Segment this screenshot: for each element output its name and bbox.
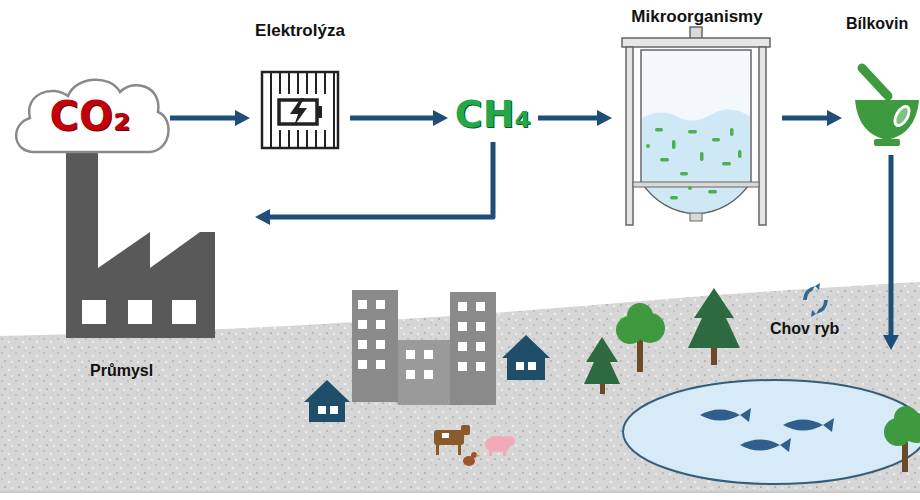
flow-arrow bbox=[538, 110, 612, 126]
node-label: CO₂ bbox=[10, 94, 170, 138]
arrow-head bbox=[827, 110, 842, 126]
bioreactor-box: Mikroorganismy bbox=[612, 8, 782, 230]
connector-line bbox=[170, 116, 237, 121]
arrow-head bbox=[255, 209, 270, 225]
arrow-head bbox=[235, 110, 250, 126]
pond-shape bbox=[625, 350, 920, 490]
bioreactor-symbol bbox=[622, 27, 770, 225]
mortar-symbol bbox=[855, 68, 919, 146]
node-label: Chov ryb bbox=[770, 320, 839, 338]
flow-arrow bbox=[782, 110, 842, 126]
city-buildings bbox=[352, 290, 496, 405]
flow-arrow bbox=[170, 110, 250, 126]
arrow-head bbox=[597, 110, 612, 126]
connector-line bbox=[782, 116, 829, 121]
factory-symbol bbox=[66, 152, 215, 338]
product-box: Bílkovin bbox=[842, 15, 920, 155]
node-label: Průmysl bbox=[90, 362, 153, 380]
pond-node: Chov ryb bbox=[625, 350, 920, 490]
connector-line bbox=[268, 142, 493, 217]
tree-symbol bbox=[584, 288, 740, 394]
flow-arrow bbox=[255, 142, 493, 225]
node-label: Bílkovin bbox=[846, 15, 908, 33]
flow-arrow bbox=[350, 110, 448, 126]
tree-symbol bbox=[884, 406, 920, 472]
farm-animals bbox=[434, 425, 515, 466]
electrolysis-symbol bbox=[262, 72, 338, 148]
node-label: Mikroorganismy bbox=[612, 8, 782, 27]
cloud-node: CO₂ bbox=[10, 72, 170, 160]
arrow-head bbox=[433, 110, 448, 126]
connector-line bbox=[889, 155, 894, 337]
connector-line bbox=[350, 116, 435, 121]
arrow-head bbox=[883, 335, 899, 350]
factory-node: Průmysl bbox=[60, 150, 255, 385]
bottom-line bbox=[0, 491, 920, 493]
product-label: CH₄ bbox=[448, 92, 538, 142]
flow-arrow bbox=[883, 155, 899, 350]
fish-icon bbox=[803, 283, 828, 317]
house-symbol bbox=[304, 335, 550, 422]
node-label: CH₄ bbox=[448, 94, 538, 136]
process-box: Elektrolýza bbox=[250, 22, 350, 152]
connector-line bbox=[538, 116, 599, 121]
node-label: Elektrolýza bbox=[250, 22, 350, 41]
